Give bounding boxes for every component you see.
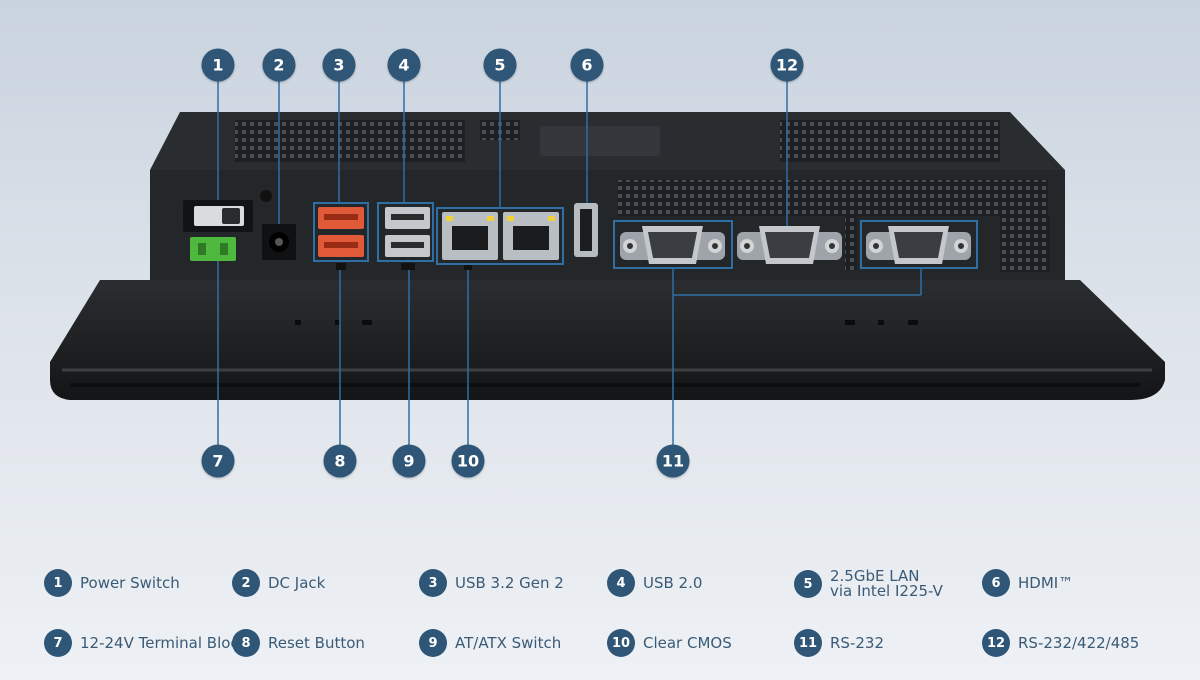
legend-item-12: 12 RS-232/422/485 bbox=[982, 629, 1139, 657]
usb-port-icon bbox=[318, 207, 364, 270]
db9-serial-icon bbox=[866, 226, 971, 264]
legend-item-7: 7 12-24V Terminal Block bbox=[44, 629, 247, 657]
legend-label: RS-232 bbox=[830, 633, 884, 652]
legend-label: 12-24V Terminal Block bbox=[80, 633, 248, 652]
legend-item-1: 1 Power Switch bbox=[44, 569, 180, 597]
legend-label: HDMI™ bbox=[1018, 573, 1074, 592]
power-switch-icon bbox=[183, 200, 253, 232]
hdmi-port-icon bbox=[574, 203, 598, 257]
legend-badge: 1 bbox=[44, 569, 72, 597]
db9-serial-icon bbox=[737, 226, 842, 264]
legend-badge: 11 bbox=[794, 629, 822, 657]
device-illustration bbox=[50, 81, 1165, 445]
callout-3: 3 bbox=[322, 48, 356, 82]
legend-badge: 7 bbox=[44, 629, 72, 657]
legend-label: AT/ATX Switch bbox=[455, 633, 562, 652]
legend-badge: 9 bbox=[419, 629, 447, 657]
legend-label: Reset Button bbox=[268, 633, 365, 652]
product-rear-panel-figure: 1 2 3 4 5 6 12 7 8 9 10 11 bbox=[50, 48, 1165, 478]
legend-badge: 2 bbox=[232, 569, 260, 597]
legend-item-8: 8 Reset Button bbox=[232, 629, 365, 657]
legend-item-5: 5 2.5GbE LAN via Intel I225-V bbox=[794, 569, 943, 599]
legend-item-10: 10 Clear CMOS bbox=[607, 629, 732, 657]
legend-label: USB 3.2 Gen 2 bbox=[455, 573, 564, 592]
legend-item-11: 11 RS-232 bbox=[794, 629, 884, 657]
terminal-block-icon bbox=[190, 237, 236, 261]
legend-badge: 12 bbox=[982, 629, 1010, 657]
legend-badge: 8 bbox=[232, 629, 260, 657]
legend-label: Clear CMOS bbox=[643, 633, 732, 652]
legend-label: USB 2.0 bbox=[643, 573, 703, 592]
legend-badge: 6 bbox=[982, 569, 1010, 597]
legend-badge: 10 bbox=[607, 629, 635, 657]
callout-8: 8 bbox=[323, 444, 357, 478]
leader-lines bbox=[217, 81, 922, 445]
dc-jack-icon bbox=[260, 190, 296, 260]
legend-label: Power Switch bbox=[80, 573, 180, 592]
legend-item-4: 4 USB 2.0 bbox=[607, 569, 702, 597]
callout-4: 4 bbox=[387, 48, 421, 82]
legend-label: RS-232/422/485 bbox=[1018, 633, 1140, 652]
callout-6: 6 bbox=[570, 48, 604, 82]
callout-5: 5 bbox=[483, 48, 517, 82]
callout-11: 11 bbox=[656, 444, 690, 478]
callout-1: 1 bbox=[201, 48, 235, 82]
usb-port-icon bbox=[385, 207, 430, 270]
callout-9: 9 bbox=[392, 444, 426, 478]
callout-12: 12 bbox=[770, 48, 804, 82]
lan-port-icon bbox=[442, 212, 559, 270]
legend-badge: 3 bbox=[419, 569, 447, 597]
legend-item-2: 2 DC Jack bbox=[232, 569, 325, 597]
legend-badge: 5 bbox=[794, 570, 822, 598]
callout-2: 2 bbox=[262, 48, 296, 82]
db9-serial-icon bbox=[620, 226, 725, 264]
legend-item-6: 6 HDMI™ bbox=[982, 569, 1073, 597]
callout-10: 10 bbox=[451, 444, 485, 478]
legend-item-3: 3 USB 3.2 Gen 2 bbox=[419, 569, 564, 597]
legend-label: 2.5GbE LAN via Intel I225-V bbox=[830, 567, 943, 600]
legend-item-9: 9 AT/ATX Switch bbox=[419, 629, 561, 657]
callout-7: 7 bbox=[201, 444, 235, 478]
legend-badge: 4 bbox=[607, 569, 635, 597]
legend-label: DC Jack bbox=[268, 573, 326, 592]
